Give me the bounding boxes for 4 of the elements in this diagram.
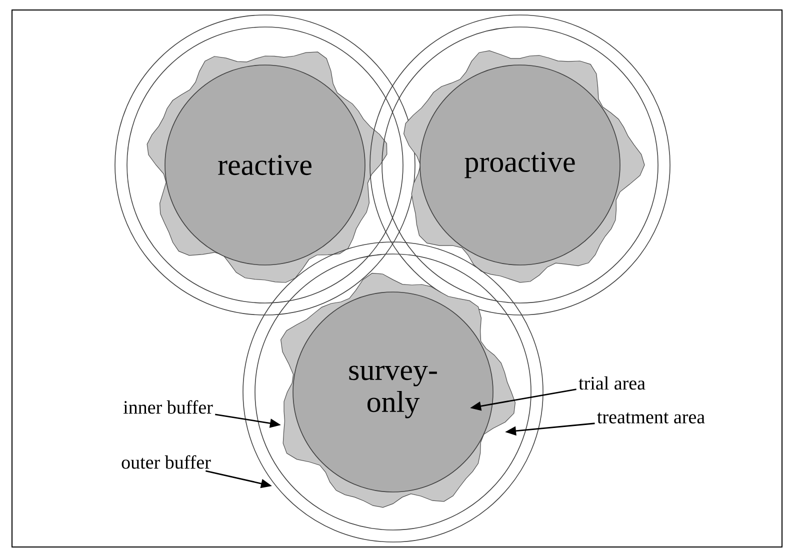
callout-label: inner buffer	[123, 400, 213, 414]
callout-label: outer buffer	[122, 455, 211, 469]
callout-label: trial area	[578, 376, 646, 390]
callout-label: treatment area	[597, 412, 705, 424]
